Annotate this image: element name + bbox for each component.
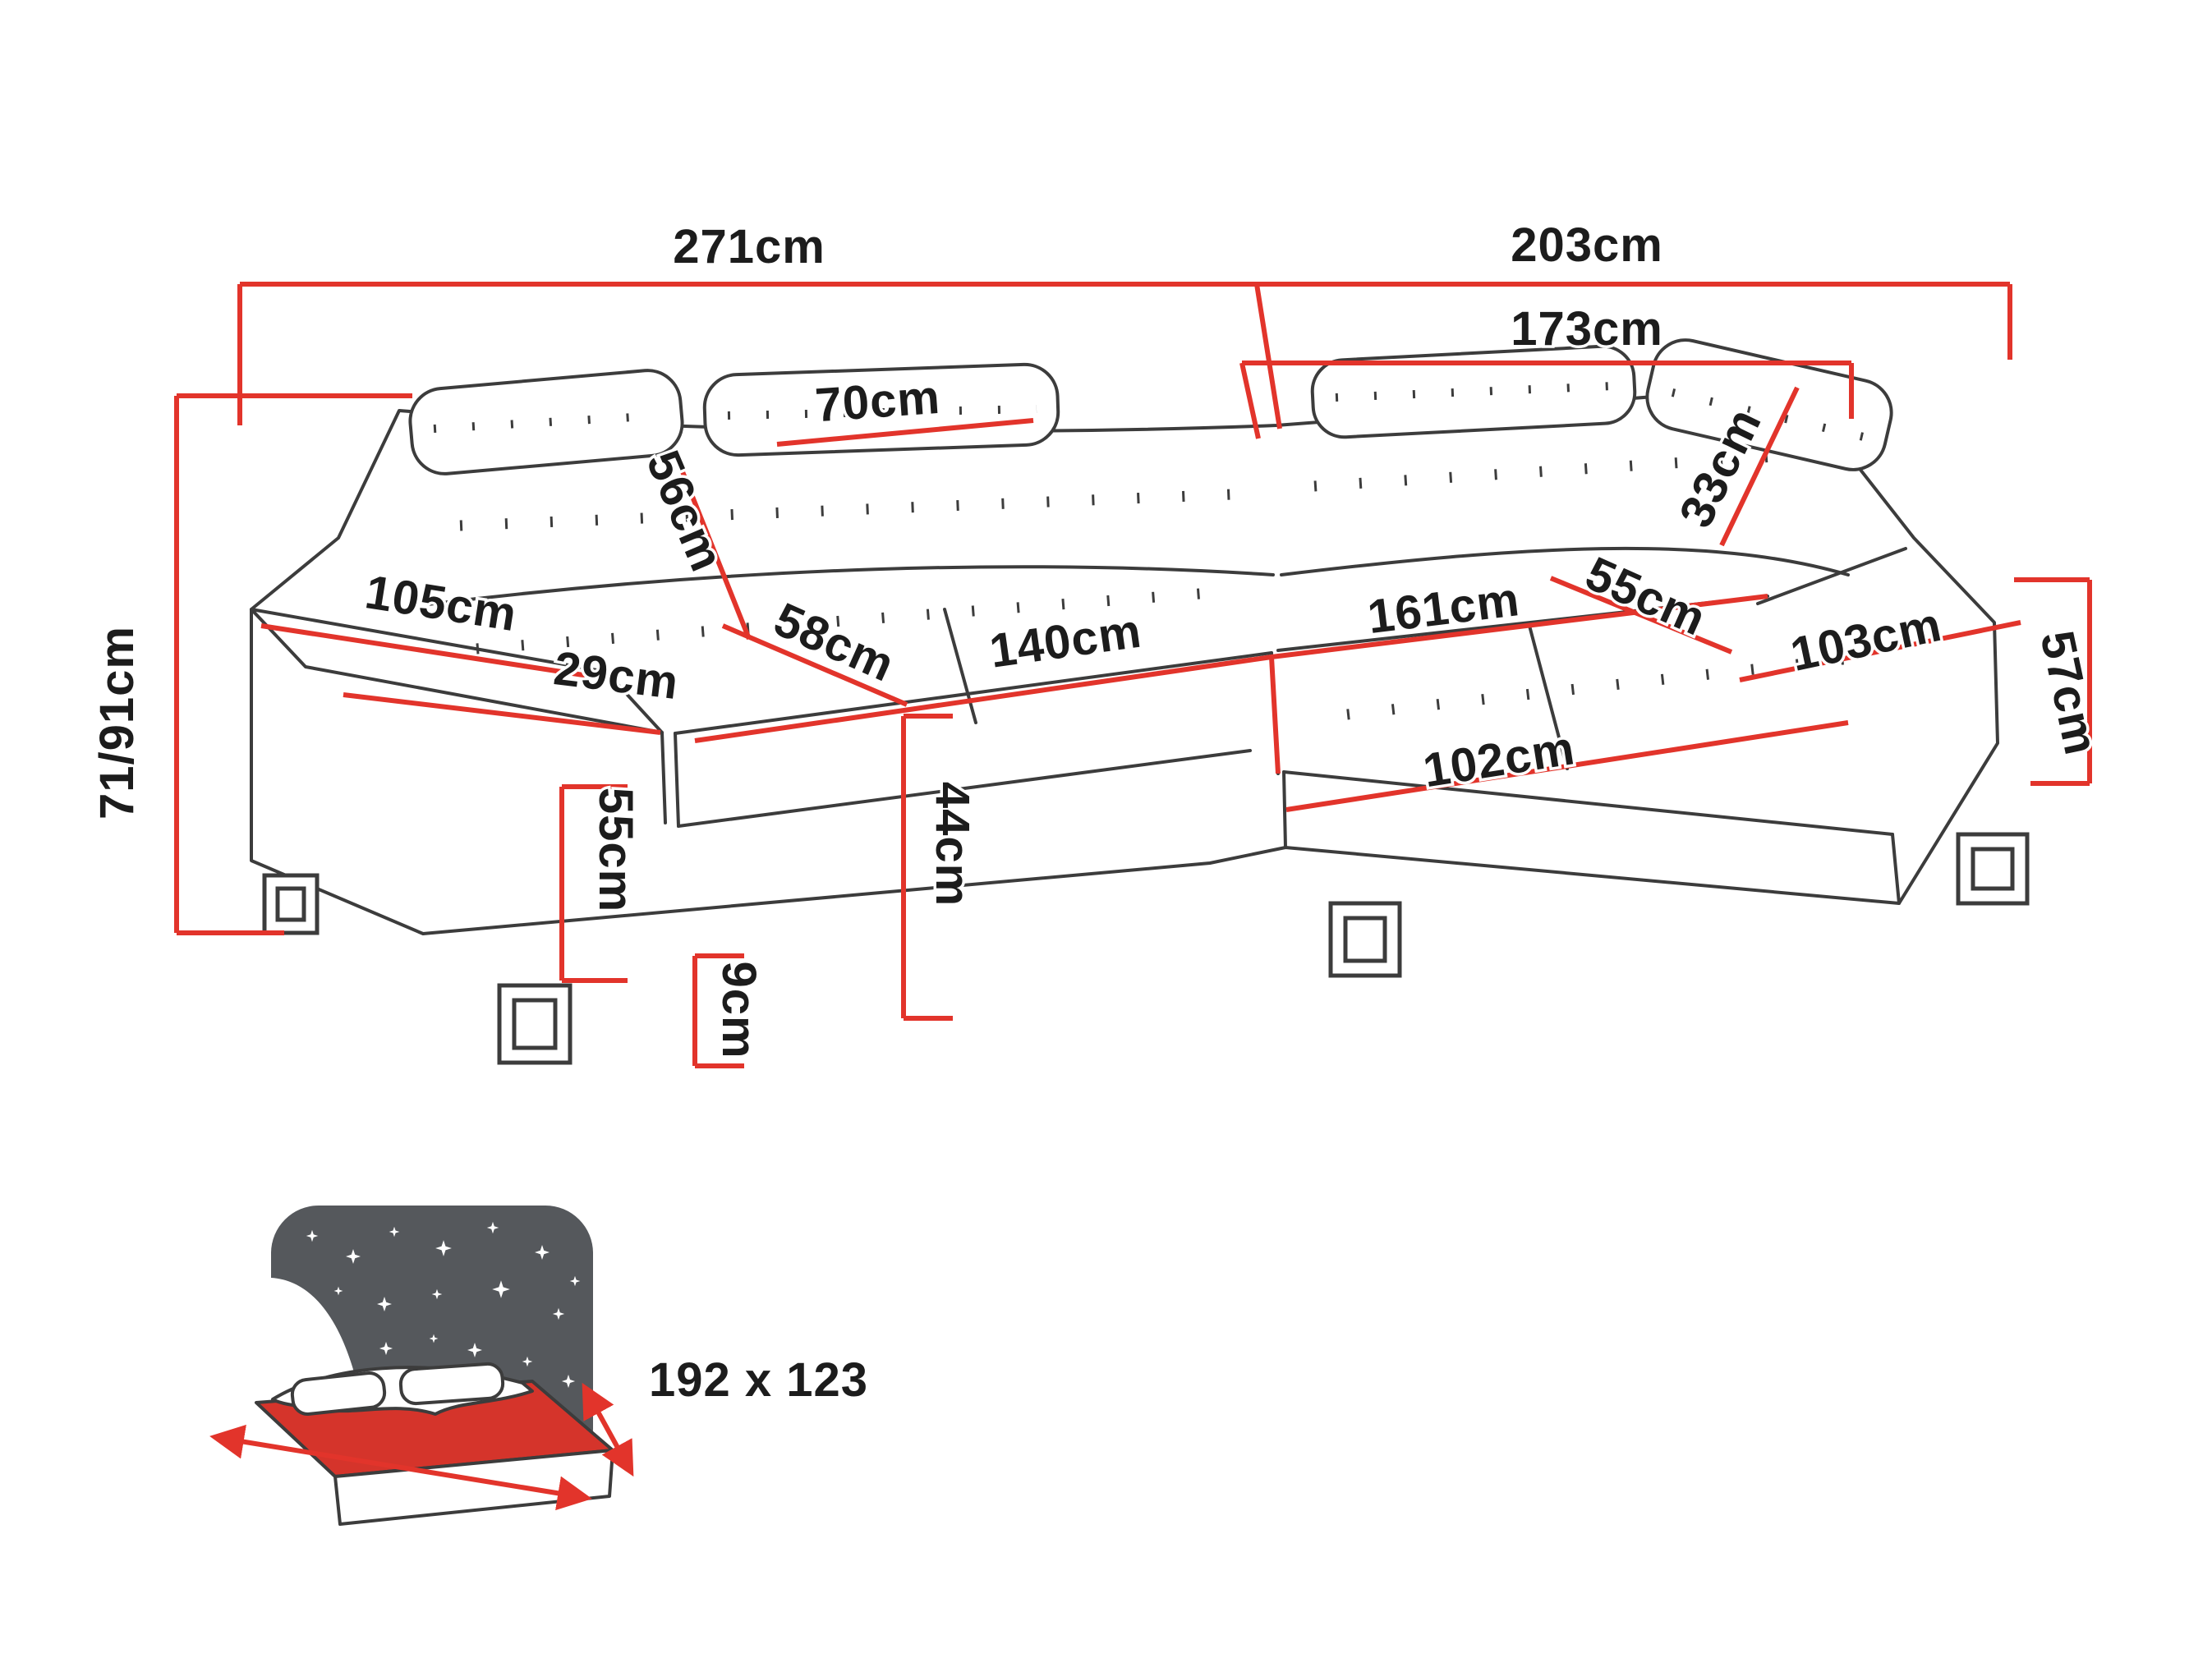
- dimension-line-headrest-height-right: [1719, 386, 1800, 547]
- sleeping-function-icon: 192 x 123: [209, 1206, 871, 1526]
- chaise-front-corner-right: [1891, 833, 1901, 905]
- headrest-pillow-left-2: [702, 362, 1060, 457]
- dimension-line-headrest-width: [776, 418, 1034, 447]
- sofa-leg-front: [497, 983, 573, 1065]
- dimension-label-total-height: 71/91cm: [90, 626, 144, 820]
- dimension-line-chaise-width: [1549, 576, 1733, 654]
- dimension-label-base-height: 55cm: [589, 788, 642, 912]
- dimension-label-inner-depth-right: 173cm: [1511, 302, 1663, 356]
- dimension-line-armrest-right-length: [1739, 620, 2021, 682]
- left-armrest-front-edge: [660, 731, 667, 824]
- chaise-front-corner-left: [1282, 770, 1287, 849]
- sofa-leg-left: [262, 873, 320, 935]
- dimension-line-total-depth-right: [1254, 282, 2012, 429]
- pillow-left: [290, 1371, 387, 1416]
- dimension-label-leg-height: 9cm: [712, 961, 766, 1059]
- dimension-line-inner-depth-right: [1239, 361, 1854, 439]
- dimension-line-seat-depth: [721, 623, 908, 707]
- right-armrest-inner-edge: [1756, 547, 1907, 605]
- dimension-label-total-width: 271cm: [673, 220, 825, 273]
- dimension-lines: [174, 282, 2092, 1068]
- dimension-line-total-height: [174, 393, 412, 935]
- sleeping-size-label: 192 x 123: [649, 1353, 868, 1407]
- sofa-drawing: [250, 338, 2030, 1065]
- chaise-front-top-edge: [1282, 770, 1894, 836]
- dimension-line-seat-width-chaise-length: [694, 594, 1768, 774]
- dimension-label-headrest-width: 70cm: [813, 370, 942, 432]
- dimension-line-seat-front-height: [901, 714, 953, 1021]
- headrest-pillow-left-2-tufting: [727, 405, 1037, 420]
- dimension-label-total-depth-right: 203cm: [1511, 218, 1663, 272]
- unfold-arrow-depth: [582, 1382, 634, 1477]
- dimension-line-total-width: [237, 282, 1257, 425]
- unfold-arrow-width: [209, 1424, 592, 1511]
- dimension-line-backrest-height: [673, 452, 752, 641]
- dimension-label-seat-height-right: 57cm: [2030, 627, 2108, 760]
- sofa-leg-right: [1956, 832, 2030, 906]
- dimension-line-leg-height: [692, 953, 744, 1068]
- seat-front-band: [677, 749, 1252, 828]
- dimension-label-seat-front-height: 44cm: [926, 782, 979, 907]
- dimension-line-chaise-front-length: [1285, 720, 1849, 812]
- chaise-divider: [1528, 624, 1569, 770]
- backrest-seam-left: [425, 565, 1275, 606]
- seat-divider-left: [943, 608, 977, 724]
- headrest-pillow-right-1: [1310, 344, 1637, 439]
- dimension-line-armrest-left-length: [260, 623, 605, 681]
- headrest-pillow-left-1: [408, 369, 684, 475]
- seat-front-edge: [674, 651, 1273, 735]
- sofa-leg-chaise: [1328, 901, 1402, 978]
- dimension-line-base-height: [559, 784, 628, 983]
- backrest-seam-right: [1280, 546, 1850, 576]
- seat-front-corner-left: [674, 732, 680, 828]
- dimension-line-seat-height-right: [2014, 577, 2092, 786]
- dimension-line-armrest-width: [343, 692, 661, 735]
- pillow-right: [398, 1362, 505, 1406]
